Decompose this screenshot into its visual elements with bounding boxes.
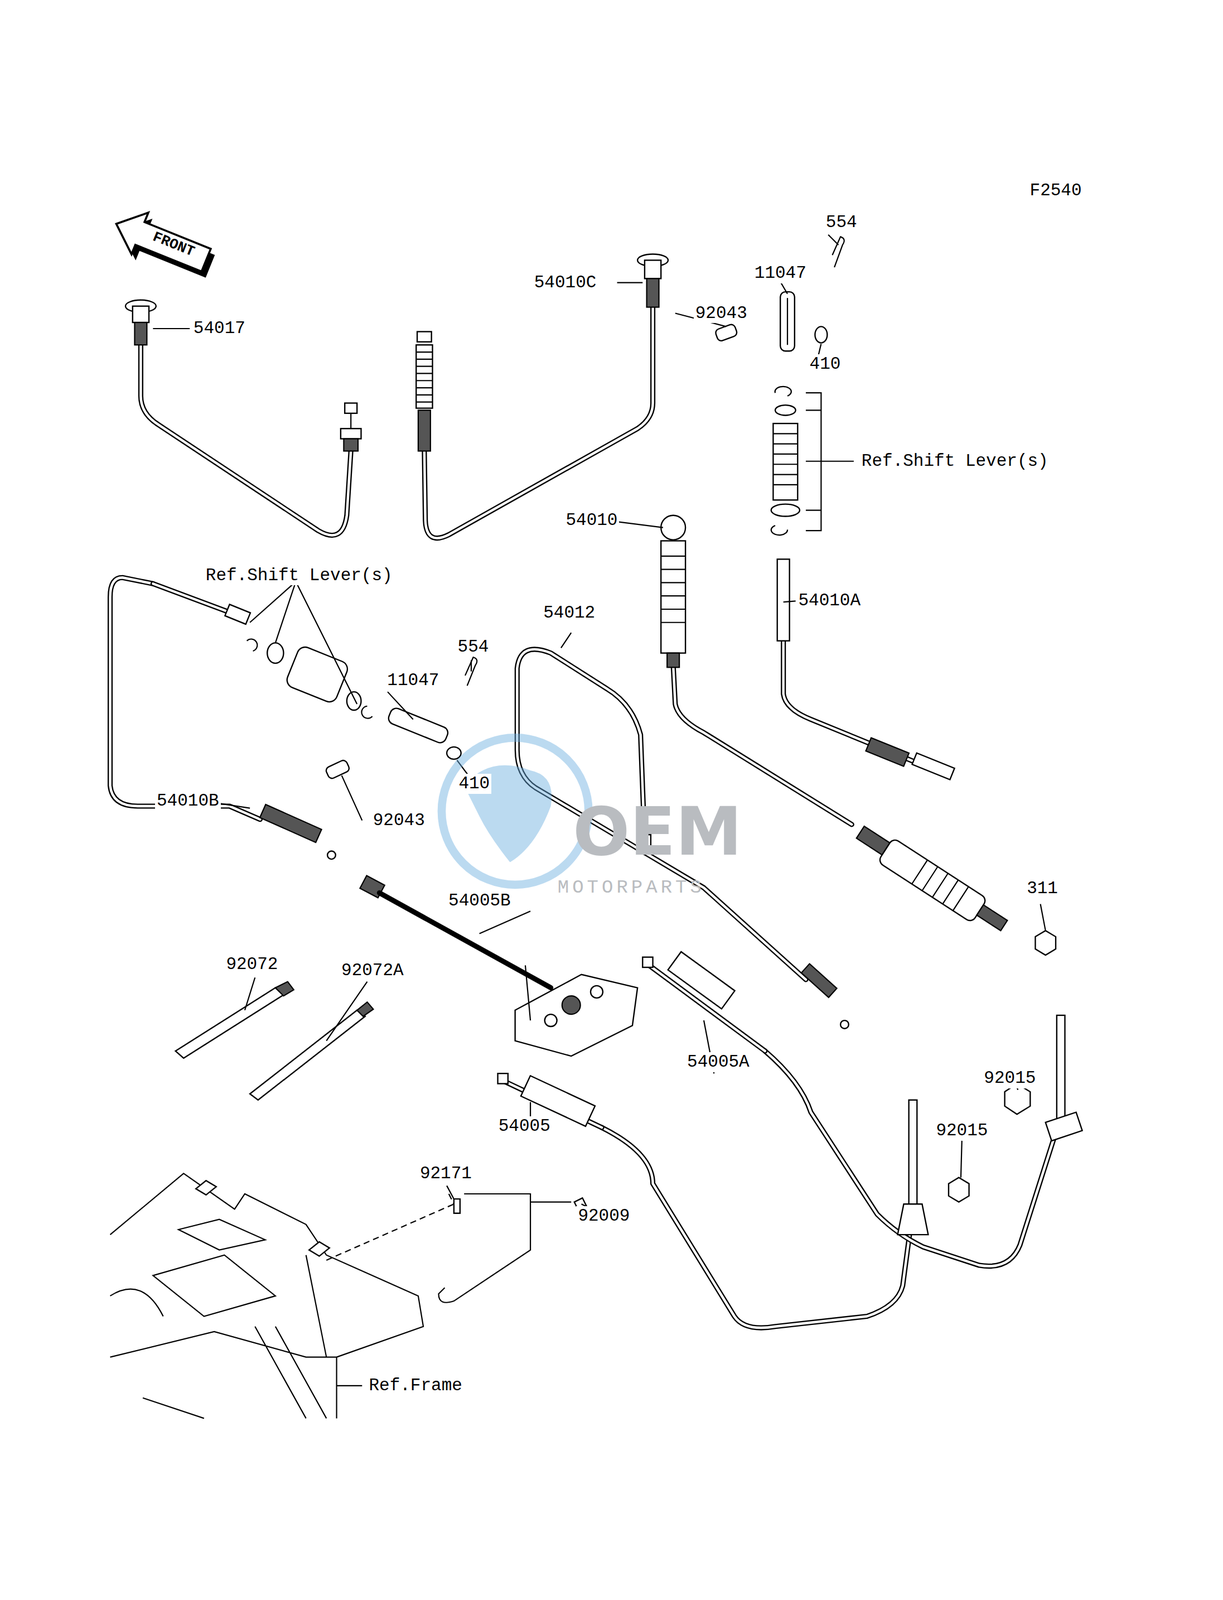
part-number: 54010B bbox=[155, 790, 221, 811]
part-number: 92015 bbox=[982, 1067, 1038, 1089]
watermark-globe bbox=[441, 737, 589, 884]
part-number: 92043 bbox=[693, 303, 749, 324]
reference-note: Ref.Frame bbox=[366, 1375, 464, 1396]
part-number: 92171 bbox=[418, 1163, 474, 1184]
part-number: 54010A bbox=[796, 590, 863, 611]
part-number: 11047 bbox=[752, 263, 809, 284]
part-number: 410 bbox=[808, 354, 843, 375]
reference-note: Ref.Shift Lever(s) bbox=[204, 565, 395, 586]
drawing-code: F2540 bbox=[1028, 180, 1084, 201]
part-number: 554 bbox=[456, 636, 491, 657]
part-number: 54005 bbox=[496, 1115, 553, 1137]
part-number: 92043 bbox=[371, 810, 427, 831]
part-number: 92072A bbox=[339, 960, 406, 981]
reference-note: Ref.Shift Lever(s) bbox=[859, 451, 1051, 472]
part-number: 311 bbox=[1025, 878, 1060, 899]
part-number: 54012 bbox=[541, 602, 597, 623]
part-number: 92072 bbox=[224, 954, 280, 975]
part-number: 54010 bbox=[563, 510, 620, 531]
part-number: 54017 bbox=[191, 318, 248, 339]
part-number: 54005A bbox=[685, 1051, 752, 1072]
front-arrow bbox=[106, 202, 221, 288]
part-number: 92009 bbox=[576, 1205, 632, 1226]
watermark: OEM bbox=[571, 793, 744, 870]
part-number: 54005B bbox=[446, 890, 513, 911]
part-number: 410 bbox=[456, 773, 492, 794]
part-number: 92015 bbox=[934, 1120, 990, 1141]
part-number: 54010C bbox=[532, 272, 599, 293]
cable-fittings bbox=[110, 234, 1083, 1419]
watermark: MOTORPARTS bbox=[556, 876, 707, 899]
cables bbox=[110, 306, 1057, 1328]
part-number: 11047 bbox=[385, 670, 441, 691]
part-number: 554 bbox=[824, 212, 859, 233]
